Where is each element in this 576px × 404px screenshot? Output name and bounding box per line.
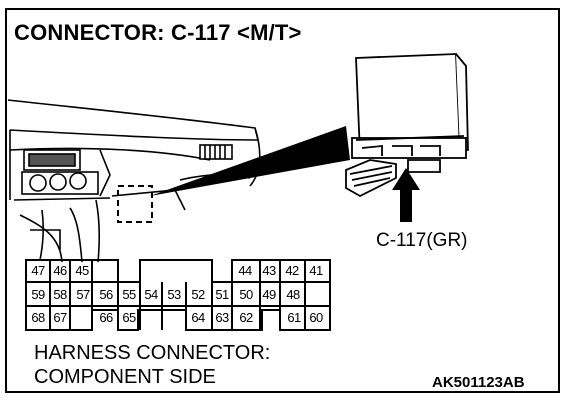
pin-label: 42 (285, 263, 299, 278)
connector-location-box (117, 185, 153, 223)
pin-label: 50 (239, 287, 253, 302)
pin-label: 55 (122, 287, 136, 302)
pin-label: 54 (144, 287, 158, 302)
figure-code: AK501123AB (432, 374, 525, 391)
pin-label: 52 (191, 287, 205, 302)
pin-label: 47 (31, 263, 45, 278)
pin-label: 64 (191, 310, 205, 325)
view-caption-line-2: COMPONENT SIDE (34, 366, 216, 388)
pin-label: 66 (99, 310, 113, 325)
pin-label: 45 (75, 263, 89, 278)
ecu-module (345, 53, 469, 198)
pin-label: 61 (287, 310, 301, 325)
pin-label: 58 (53, 287, 67, 302)
callout-wedge (150, 126, 350, 196)
pointer-arrow (392, 168, 420, 222)
pin-label: 57 (76, 287, 90, 302)
pin-label: 43 (262, 263, 276, 278)
pin-label: 67 (53, 310, 67, 325)
pin-label: 68 (31, 310, 45, 325)
pin-label: 65 (122, 310, 136, 325)
pin-label: 46 (53, 263, 67, 278)
pin-label: 56 (99, 287, 113, 302)
pin-label: 41 (309, 263, 323, 278)
pin-label: 53 (167, 287, 181, 302)
pin-label: 62 (239, 310, 253, 325)
figure-frame (5, 8, 560, 393)
pin-label: 60 (309, 310, 323, 325)
pin-label: 59 (31, 287, 45, 302)
connector-reference-label: C-117(GR) (376, 230, 468, 251)
dashboard-illustration (7, 99, 261, 263)
pin-label: 63 (215, 310, 229, 325)
pin-label: 49 (262, 287, 276, 302)
pin-label: 48 (286, 287, 300, 302)
connector-title: CONNECTOR: C-117 <M/T> (14, 20, 302, 45)
view-caption-line-1: HARNESS CONNECTOR: (34, 342, 271, 364)
pin-label: 51 (215, 287, 229, 302)
pin-label: 44 (238, 263, 252, 278)
connector-face (25, 259, 331, 331)
